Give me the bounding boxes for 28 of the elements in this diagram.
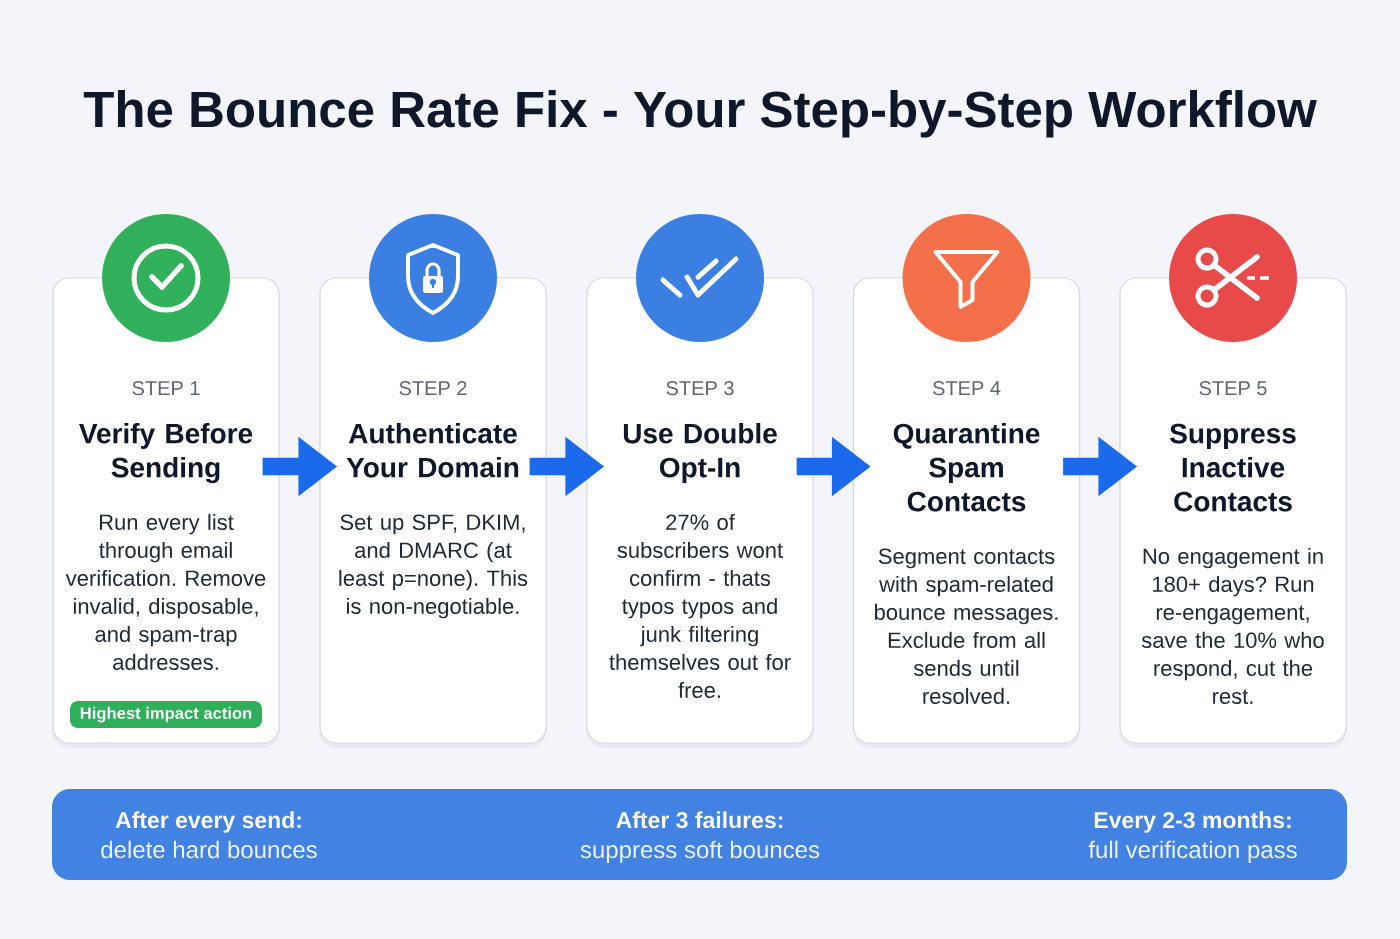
card-text: 27% of subscribers wont confirm - thats typos typos and junk filtering themselves out for free. [609,513,791,699]
card-text: Segment contacts with spam-related bounce messages. Exclude from all sends until resolved. [875,548,1058,705]
card-title: Authenticate Your Domain [346,422,519,478]
step-label: STEP 1 [132,381,200,396]
band-heading: Every 2-3 months: [1094,811,1291,833]
card-text: No engagement in 180+ days? Run re-engagement, save the 10% who respond, cut the rest. [1141,547,1324,705]
band-text: suppress soft bounces [580,840,820,863]
tag-label: Highest impact action [70,701,262,729]
card-title: Use Double Opt-In [623,422,777,483]
card-title: Quarantine Spam Contacts [893,422,1040,512]
band-text: delete hard bounces [101,840,317,859]
step-card [319,277,547,748]
step-label: STEP 2 [399,381,467,396]
card-text: Set up SPF, DKIM, and DMARC (at least p=none). This is non-negotiable. [339,514,528,619]
card-title: Verify Before Sending [79,422,253,484]
step-card [1119,277,1347,748]
step-card [586,277,814,748]
step-label: STEP 4 [932,381,1001,396]
card-title: Suppress Inactive Contacts [1170,423,1296,512]
band-heading: After 3 failures: [616,811,783,829]
step-card [852,277,1081,748]
step-label: STEP 3 [666,381,734,396]
card-text: Run every list through email verification. Remove invalid, disposable, and spam-trap addresses. [65,513,266,671]
step-label: STEP 5 [1199,381,1267,396]
band-text: full verification pass [1088,840,1297,863]
step-card [52,277,280,748]
band-heading: After every send: [115,811,301,833]
title: The Bounce Rate Fix - Your Step-by-Step Workflow [83,90,1317,138]
